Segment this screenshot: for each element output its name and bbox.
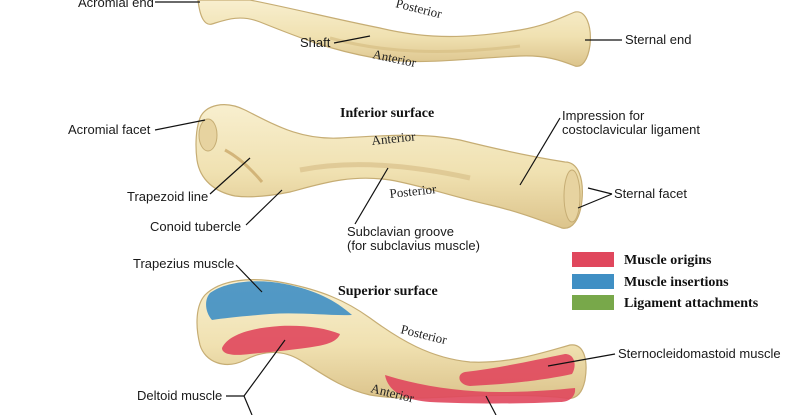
label-top-posterior: Posterior <box>394 0 444 21</box>
label-inferior-posterior: Posterior <box>389 181 438 201</box>
leader-subclavian <box>354 167 389 225</box>
inferior-sternal-facet-shape <box>563 169 581 223</box>
leader-conoid-tubercle <box>245 189 283 226</box>
legend-label-insertions: Muscle insertions <box>624 275 729 290</box>
leader-sternocleidomastoid <box>547 353 616 367</box>
label-impression-line1: Impression for <box>562 108 645 123</box>
label-acromial-end: Acromial end <box>78 0 154 10</box>
leader-sternal-facet <box>577 187 613 209</box>
label-sternocleidomastoid: Sternocleidomastoid muscle <box>618 346 781 361</box>
label-impression-line2: costoclavicular ligament <box>562 122 700 137</box>
clavicle-inferior-view <box>195 104 583 229</box>
label-conoid-tubercle: Conoid tubercle <box>150 219 241 234</box>
clavicle-superior-view <box>196 279 587 404</box>
leader-trapezius <box>235 264 263 293</box>
leader-trapezoid-line <box>209 157 251 195</box>
leader-acromial-facet <box>154 119 206 131</box>
superior-deltoid-origin <box>222 325 340 355</box>
leader-shaft <box>333 35 371 44</box>
clavicle-top-view <box>197 0 591 67</box>
label-sternal-end: Sternal end <box>625 32 692 47</box>
superior-view-labels: Trapezius muscle Superior surface Poster… <box>133 256 781 415</box>
label-trapezius: Trapezius muscle <box>133 256 234 271</box>
label-subclavian-line2: (for subclavius muscle) <box>347 238 480 253</box>
inferior-view-labels: Inferior surface Acromial facet Anterior… <box>68 106 700 253</box>
legend-swatch-origins <box>572 252 614 267</box>
superior-trapezius-insertion <box>206 281 352 320</box>
clavicle-top-shading <box>329 36 521 54</box>
inferior-subclavian-groove <box>299 162 471 181</box>
inferior-acromial-facet-shape <box>198 118 218 152</box>
leader-deltoid-tail <box>243 395 253 415</box>
label-sternal-facet: Sternal facet <box>614 186 687 201</box>
label-acromial-facet: Acromial facet <box>68 122 151 137</box>
leader-impression <box>519 117 561 186</box>
legend-swatch-ligaments <box>572 295 614 310</box>
superior-lower-origin <box>385 375 576 404</box>
label-trapezoid-line: Trapezoid line <box>127 189 208 204</box>
label-subclavian-line1: Subclavian groove <box>347 224 454 239</box>
legend-label-origins: Muscle origins <box>624 253 712 268</box>
label-shaft: Shaft <box>300 35 331 50</box>
legend-swatch-insertions <box>572 274 614 289</box>
inferior-surface-title: Inferior surface <box>340 106 434 121</box>
superior-surface-title: Superior surface <box>338 284 438 299</box>
legend: Muscle origins Muscle insertions Ligamen… <box>572 252 759 311</box>
inferior-trapezoid-ridge <box>224 148 264 183</box>
legend-label-ligaments: Ligament attachments <box>624 296 759 311</box>
label-inferior-anterior: Anterior <box>371 128 417 148</box>
leader-lower-origin <box>485 395 497 415</box>
superior-sternocleidomastoid-origin <box>459 354 575 386</box>
label-deltoid: Deltoid muscle <box>137 388 222 403</box>
